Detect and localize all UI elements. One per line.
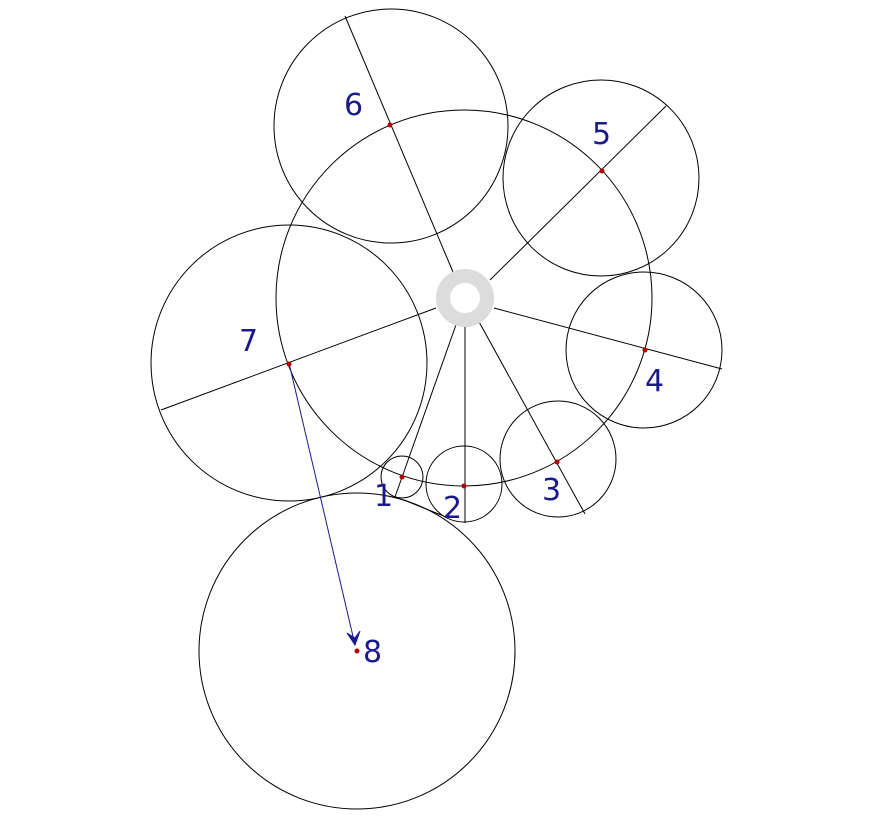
arrow-line [288, 362, 356, 646]
circle-5 [502, 79, 700, 277]
arrowhead-icon [346, 630, 361, 647]
circle-1 [380, 455, 424, 499]
center-dot-8 [354, 648, 360, 654]
circle-2 [425, 445, 503, 523]
label-7: 7 [239, 324, 258, 359]
label-8: 8 [363, 635, 382, 670]
center-hub-ring [436, 269, 494, 327]
circle-3 [499, 400, 617, 518]
spoke-1 [394, 321, 458, 498]
label-3: 3 [542, 473, 561, 508]
center-dot-1 [399, 474, 405, 480]
circle-4 [565, 271, 723, 429]
spoke-6 [344, 15, 454, 273]
spoke-7 [160, 307, 437, 411]
main-circle [275, 109, 653, 487]
label-6: 6 [344, 88, 363, 123]
label-5: 5 [592, 117, 611, 152]
center-dot-6 [387, 122, 393, 128]
center-dot-5 [599, 168, 605, 174]
spoke-3 [477, 319, 586, 515]
spoke-5 [489, 105, 667, 281]
spoke-4 [493, 307, 723, 370]
circle-6 [273, 8, 509, 244]
circle-8 [198, 492, 516, 810]
label-4: 4 [645, 364, 664, 399]
center-dot-7 [286, 361, 292, 367]
center-dot-2 [461, 483, 467, 489]
label-2: 2 [443, 491, 462, 526]
center-dot-4 [642, 347, 648, 353]
center-dot-3 [554, 459, 560, 465]
label-1: 1 [374, 479, 393, 514]
connector-line [403, 499, 447, 518]
circle-7 [150, 224, 428, 502]
